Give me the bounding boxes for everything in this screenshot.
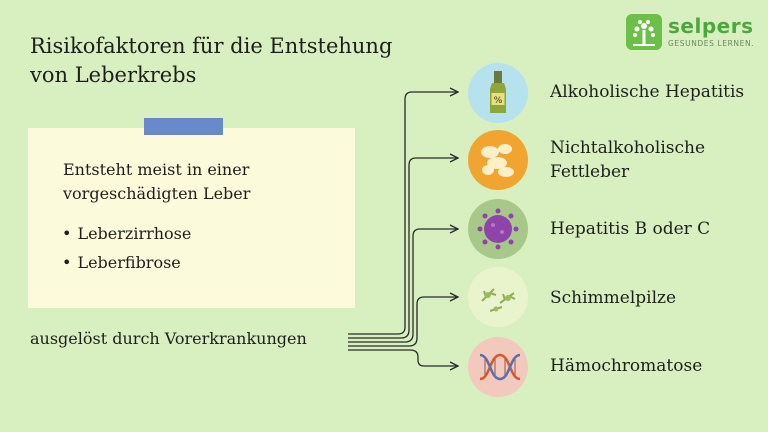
factor-icon-circle: % [468, 63, 528, 123]
arrow-to-factor-3 [348, 229, 458, 343]
arrow-to-factor-5 [348, 349, 458, 366]
fat-cells-icon [468, 130, 528, 190]
note-line-2: vorgeschädigten Leber [63, 184, 251, 203]
tree-logo-icon [626, 14, 662, 50]
note-list-item: Leberzirrhose [62, 219, 191, 248]
alcohol-bottle-icon: % [468, 63, 528, 123]
note-tape [144, 118, 223, 135]
note-list-item: Leberfibrose [62, 248, 191, 277]
info-note [28, 128, 355, 308]
factor-label: Nichtalkoholische Fettleber [550, 136, 705, 184]
trigger-label: ausgelöst durch Vorerkrankungen [30, 329, 307, 348]
factor-label: Hepatitis B oder C [550, 219, 711, 239]
factor-label: Alkoholische Hepatitis [550, 82, 745, 102]
virus-icon [468, 199, 528, 259]
logo-name: selpers [668, 14, 754, 38]
note-list: Leberzirrhose Leberfibrose [62, 219, 191, 277]
factor-icon-circle [468, 199, 528, 259]
title-line-2: von Leberkrebs [30, 63, 197, 87]
title-line-1: Risikofaktoren für die Entstehung [30, 34, 393, 58]
selpers-logo: selpers GESUNDES LERNEN. [626, 14, 756, 54]
mold-icon [468, 267, 528, 327]
factor-label: Schimmelpilze [550, 288, 677, 308]
arrow-to-factor-4 [348, 297, 458, 347]
page-title: Risikofaktoren für die Entstehung von Le… [30, 32, 392, 90]
arrow-to-factor-2 [348, 158, 458, 339]
factor-label: Hämochromatose [550, 356, 703, 376]
note-line-1: Entsteht meist in einer [63, 160, 250, 179]
factor-label-line-1: Nichtalkoholische [550, 138, 706, 158]
svg-text:%: % [494, 96, 503, 106]
arrow-to-factor-1 [348, 92, 458, 335]
note-text: Entsteht meist in einer vorgeschädigten … [63, 158, 333, 206]
logo-tagline: GESUNDES LERNEN. [668, 39, 755, 48]
factor-label-line-2: Fettleber [550, 162, 630, 182]
dna-icon [468, 337, 528, 397]
factor-icon-circle [468, 337, 528, 397]
factor-icon-circle [468, 130, 528, 190]
factor-icon-circle [468, 267, 528, 327]
